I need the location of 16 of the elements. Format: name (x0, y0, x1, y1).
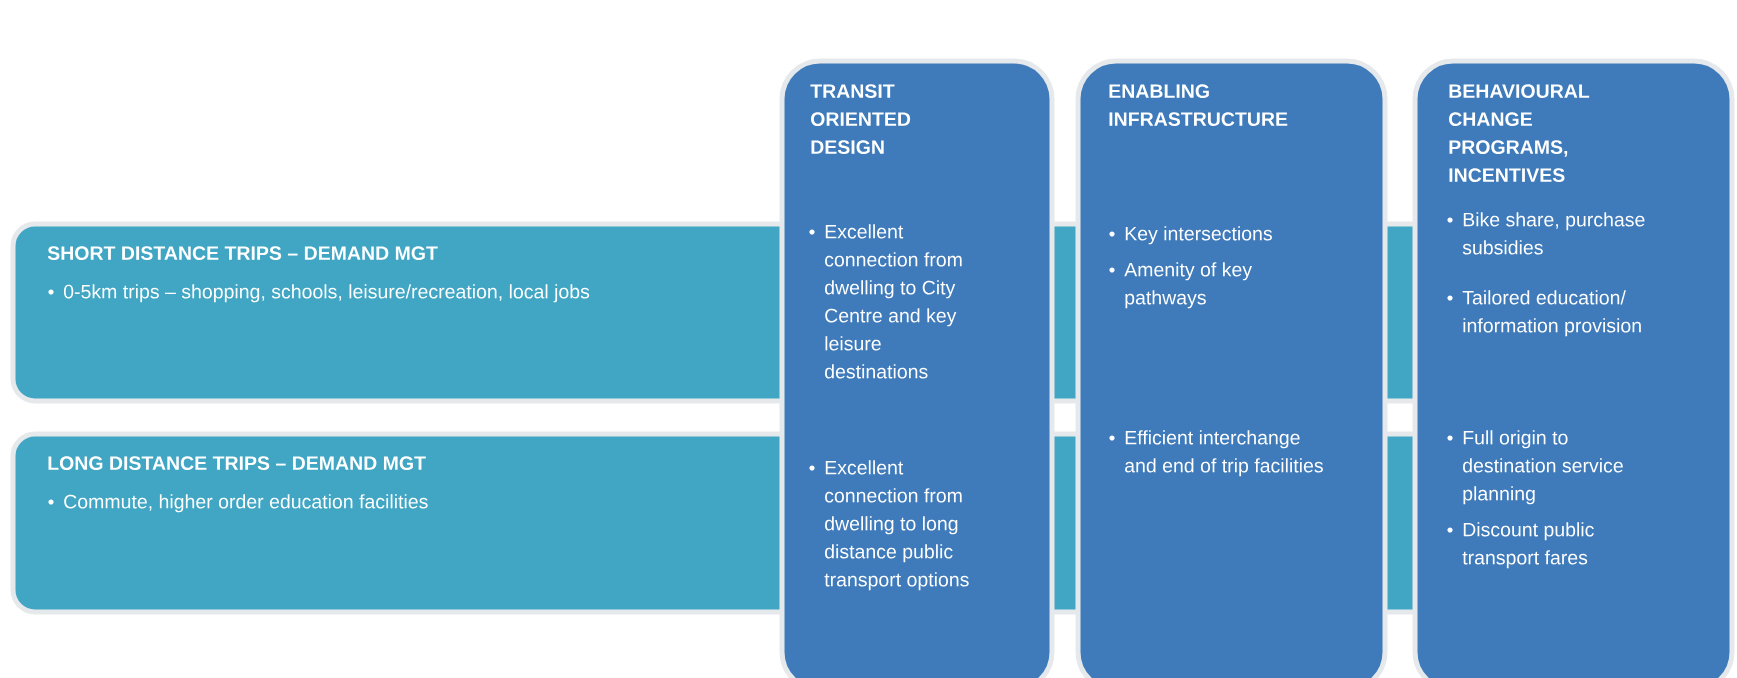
heading: ENABLING INFRASTRUCTURE (1109, 84, 1288, 126)
bullet-item: 0-5km trips – shopping, schools, leisure/recreation, local jobs (48, 284, 590, 303)
bullet-item: Bike share, purchase subsidies (1447, 212, 1645, 255)
heading: SHORT DISTANCE TRIPS – DEMAND MGT (47, 246, 438, 260)
heading: TRANSIT ORIENTED DESIGN (810, 84, 911, 154)
bullet-item: Commute, higher order education facilities (48, 494, 428, 513)
bullet-item: Tailored education/ information provision (1447, 290, 1641, 337)
bullet-item: Key intersections (1109, 226, 1272, 245)
bullet-item: Amenity of key pathways (1109, 262, 1253, 309)
bullet-item: Excellent connection from dwelling to long distance public transport options (809, 460, 969, 591)
bullet-item: Excellent connection from dwelling to City Centre and key leisure destinations (809, 224, 962, 379)
bullet-item: Full origin to destination service planning (1447, 430, 1623, 505)
heading: LONG DISTANCE TRIPS – DEMAND MGT (48, 456, 426, 470)
heading: BEHAVIOURAL CHANGE PROGRAMS, INCENTIVES (1449, 84, 1590, 182)
bullet-item: Efficient interchange and end of trip facilities (1109, 430, 1323, 477)
bullet-item: Discount public transport fares (1447, 522, 1594, 569)
